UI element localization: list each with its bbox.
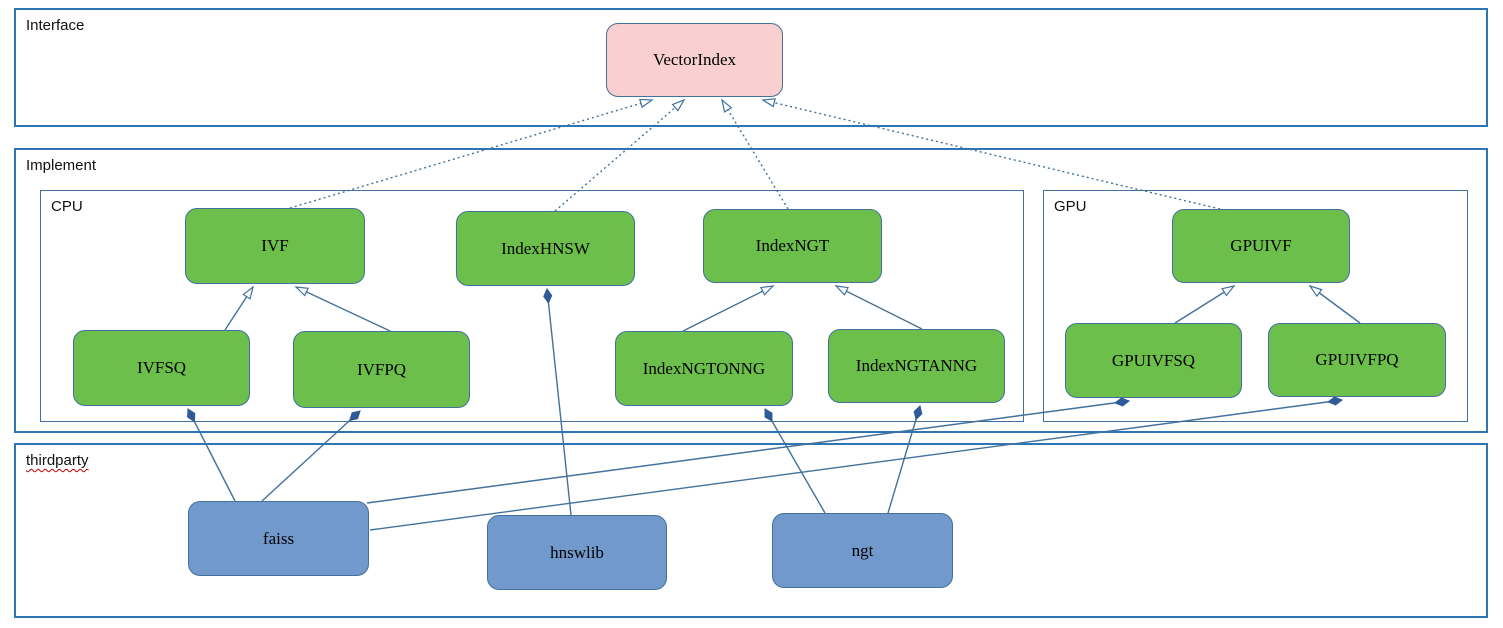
- node-faiss: faiss: [188, 501, 369, 576]
- node-label-GPUIVFSQ: GPUIVFSQ: [1111, 350, 1196, 370]
- node-VectorIndex: VectorIndex: [606, 23, 783, 97]
- node-label-GPUIVFPQ: GPUIVFPQ: [1315, 350, 1399, 369]
- node-IndexNGTANNG: IndexNGTANNG: [828, 329, 1005, 403]
- node-ngt: ngt: [772, 513, 953, 588]
- node-label-IndexNGT: IndexNGT: [755, 236, 830, 255]
- node-label-hnswlib: hnswlib: [550, 542, 604, 562]
- node-label-IVFSQ: IVFSQ: [136, 358, 187, 377]
- node-hnswlib: hnswlib: [487, 515, 667, 590]
- node-label-ngt: ngt: [851, 540, 874, 560]
- thirdparty-container-label: thirdparty: [26, 452, 89, 469]
- node-label-IndexNGTONNG: IndexNGTONNG: [642, 358, 766, 378]
- node-label-GPUIVF: GPUIVF: [1230, 236, 1292, 255]
- node-label-faiss: faiss: [262, 528, 295, 548]
- node-label-IndexNGTANNG: IndexNGTANNG: [855, 356, 978, 375]
- cpu-container-label: CPU: [51, 198, 83, 215]
- node-GPUIVFSQ: GPUIVFSQ: [1065, 323, 1242, 398]
- gpu-container-label: GPU: [1054, 198, 1087, 215]
- node-label-IndexHNSW: IndexHNSW: [501, 238, 590, 258]
- interface-container-label: Interface: [26, 17, 85, 34]
- node-label-IVFPQ: IVFPQ: [356, 359, 407, 379]
- node-IndexHNSW: IndexHNSW: [456, 211, 635, 286]
- node-IVFPQ: IVFPQ: [293, 331, 470, 408]
- node-label-IVF: IVF: [261, 236, 289, 255]
- node-IVFSQ: IVFSQ: [73, 330, 250, 406]
- node-IndexNGT: IndexNGT: [703, 209, 882, 283]
- node-IVF: IVF: [185, 208, 365, 284]
- node-GPUIVFPQ: GPUIVFPQ: [1268, 323, 1446, 397]
- node-label-VectorIndex: VectorIndex: [652, 50, 737, 69]
- node-IndexNGTONNG: IndexNGTONNG: [615, 331, 793, 406]
- node-GPUIVF: GPUIVF: [1172, 209, 1350, 283]
- implement-container-label: Implement: [26, 157, 97, 174]
